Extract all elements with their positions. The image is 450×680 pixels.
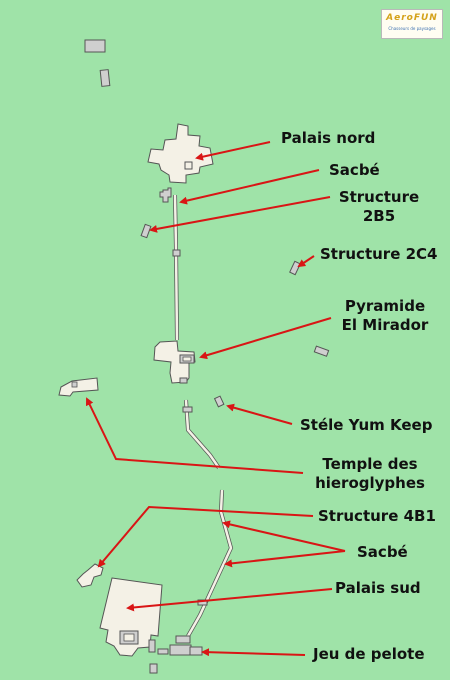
structure-2b5-block bbox=[140, 223, 152, 239]
structure-top-left-1 bbox=[84, 39, 106, 53]
structure-2c4-block bbox=[289, 260, 301, 276]
label-structure-2b5: Structure 2B5 bbox=[338, 188, 420, 225]
arrow-palais-nord bbox=[195, 141, 271, 161]
label-sacbe-top: Sacbé bbox=[329, 161, 380, 179]
label-temple-des-hieroglyphes: Temple des hieroglyphes bbox=[315, 455, 425, 492]
logo-tagline: Chasseurs de paysages bbox=[388, 26, 436, 31]
temple-des-hieroglyphes bbox=[58, 377, 99, 397]
palais-nord bbox=[147, 123, 214, 184]
label-palais-sud: Palais sud bbox=[335, 579, 421, 597]
arrow-structure-2c4 bbox=[297, 255, 315, 268]
label-pyramide-el-mirador: Pyramide El Mirador bbox=[341, 297, 429, 334]
arrow-structure-4b1 bbox=[97, 505, 314, 568]
label-structure-2c4: Structure 2C4 bbox=[320, 245, 438, 263]
structure-top-left-2 bbox=[99, 69, 111, 87]
aerofun-logo: AeroFUN Chasseurs de paysages bbox=[381, 9, 443, 39]
structure-east-block bbox=[313, 345, 330, 357]
structure-4b1 bbox=[76, 563, 104, 588]
arrow-sacbe-bottom-2 bbox=[224, 550, 346, 568]
arrow-jeu-de-pelote bbox=[201, 648, 306, 657]
label-jeu-de-pelote: Jeu de pelote bbox=[313, 645, 425, 663]
jeu-de-pelote bbox=[157, 635, 203, 656]
arrow-stele bbox=[226, 403, 293, 425]
arrow-sacbe-bottom-1 bbox=[222, 520, 346, 552]
label-stele-yum-keep: Stéle Yum Keep bbox=[300, 416, 433, 434]
label-structure-4b1: Structure 4B1 bbox=[318, 507, 436, 525]
arrow-structure-2b5 bbox=[149, 196, 331, 233]
palais-sud bbox=[99, 577, 163, 657]
logo-wordmark: AeroFUN bbox=[386, 13, 438, 23]
arrow-sacbe-top bbox=[179, 169, 320, 205]
label-sacbe-bottom: Sacbé bbox=[357, 543, 408, 561]
arrow-palais-sud bbox=[126, 588, 333, 612]
arrow-pyramide bbox=[199, 317, 332, 360]
stele-block bbox=[213, 395, 225, 408]
label-palais-nord: Palais nord bbox=[281, 129, 376, 147]
arrow-temple bbox=[86, 397, 304, 474]
